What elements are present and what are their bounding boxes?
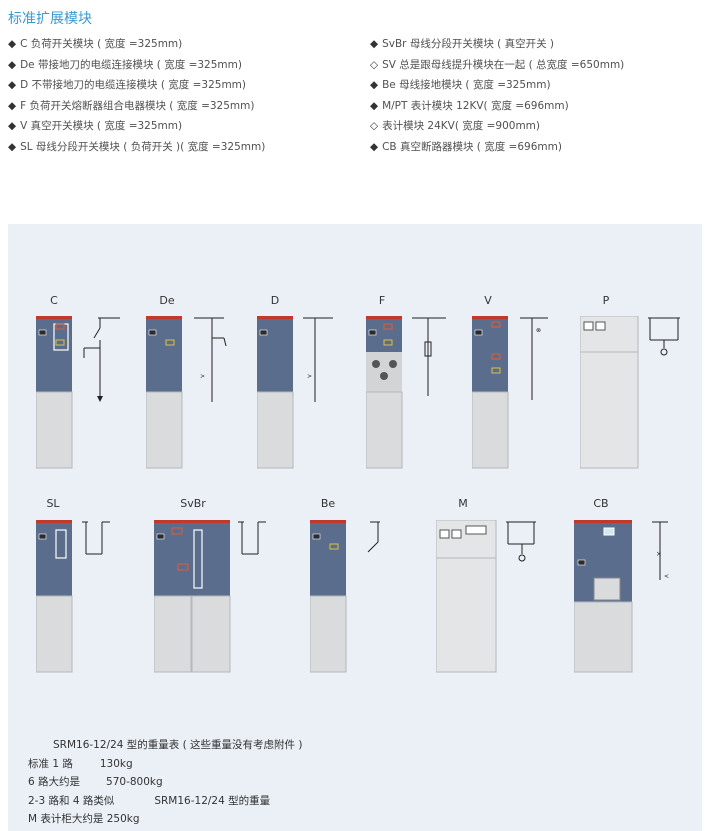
bullet-icon: ◆ (8, 58, 17, 71)
module-item-cb: ◆CB 真空断路器模块 ( 宽度 =696mm) (370, 140, 562, 153)
svg-text:⊗: ⊗ (536, 327, 541, 334)
cabinet-label-m: M (458, 497, 468, 510)
module-item-sl: ◆SL 母线分段开关模块 ( 负荷开关 )( 宽度 =325mm) (8, 140, 266, 153)
bullet-icon: ◇ (370, 120, 379, 132)
cabinet-sl-drawing (36, 520, 110, 673)
module-item-meter24: ◇表计模块 24KV( 宽度 =900mm) (370, 120, 541, 132)
module-item-de: ◆De 带接地刀的电缆连接模块 ( 宽度 =325mm) (8, 58, 242, 71)
module-item-f: ◆F 负荷开关熔断器组合电器模块 ( 宽度 =325mm) (8, 99, 255, 112)
cabinet-f-drawing (366, 316, 446, 469)
module-list-right: ◆SvBr 母线分段开关模块 ( 真空开关 ) ◇SV 总是跟母线提升模块在一起… (370, 34, 624, 157)
svg-text:×: × (656, 550, 662, 558)
bullet-icon: ◆ (8, 120, 17, 132)
module-item-sv: ◇SV 总是跟母线提升模块在一起 ( 总宽度 =650mm) (370, 58, 625, 71)
module-item-be: ◆Be 母线接地模块 ( 宽度 =325mm) (370, 79, 551, 91)
cabinet-label-cb: CB (593, 497, 609, 510)
cabinet-label-c: C (50, 294, 58, 307)
cabinet-label-de: De (159, 294, 175, 307)
bullet-icon: ◆ (8, 79, 17, 91)
bullet-icon: ◆ (8, 38, 17, 50)
cabinet-v-drawing: ⊗ (472, 316, 548, 469)
bullet-icon: ◆ (370, 38, 379, 50)
bullet-icon: ◆ (8, 99, 17, 112)
cabinet-label-svbr: SvBr (180, 497, 206, 510)
weight-row-4: M 表计柜大约是 250kg (28, 813, 140, 825)
section-title: 标准扩展模块 (8, 11, 92, 27)
cabinet-label-d: D (270, 294, 280, 307)
cabinet-c-drawing (36, 316, 120, 469)
cabinet-de-drawing: > (146, 316, 227, 469)
module-item-svbr: ◆SvBr 母线分段开关模块 ( 真空开关 ) (370, 38, 555, 50)
bullet-icon: ◆ (370, 140, 379, 153)
cabinet-d-drawing: > (257, 316, 333, 469)
weights-heading: SRM16-12/24 型的重量表 ( 这些重量没有考虑附件 ) (53, 739, 303, 751)
svg-text:>: > (200, 373, 205, 380)
cabinet-label-f: F (378, 294, 386, 307)
cabinet-p-drawing (580, 316, 680, 469)
bullet-icon: ◆ (370, 79, 379, 91)
module-list-left: ◆C 负荷开关模块 ( 宽度 =325mm) ◆De 带接地刀的电缆连接模块 (… (8, 34, 265, 157)
cabinet-label-sl: SL (46, 497, 60, 510)
svg-text:<: < (664, 573, 669, 580)
cabinet-label-p: P (602, 294, 610, 307)
module-item-v: ◆V 真空开关模块 ( 宽度 =325mm) (8, 120, 183, 132)
cabinet-label-be: Be (320, 497, 336, 510)
module-item-c: ◆C 负荷开关模块 ( 宽度 =325mm) (8, 38, 183, 50)
bullet-icon: ◇ (370, 58, 379, 71)
module-item-d: ◆D 不带接地刀的电缆连接模块 ( 宽度 =325mm) (8, 79, 247, 91)
cabinet-svbr-drawing (154, 520, 266, 673)
diagram-panel: C De D F V P SL SvBr Be M CB > > (8, 224, 702, 831)
cabinet-label-v: V (484, 294, 492, 307)
cabinet-be-drawing (310, 520, 380, 673)
module-item-mpt: ◆M/PT 表计模块 12KV( 宽度 =696mm) (370, 99, 569, 112)
bullet-icon: ◆ (8, 140, 17, 153)
bullet-icon: ◆ (370, 99, 379, 112)
cabinet-m-drawing (436, 520, 536, 673)
cabinet-cb-drawing: × < (574, 520, 669, 673)
svg-text:>: > (307, 373, 312, 380)
